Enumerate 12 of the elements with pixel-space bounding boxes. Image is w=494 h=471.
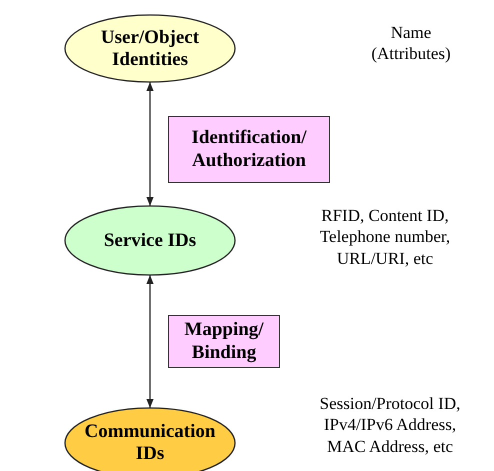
node-label: User/Object Identities [100,26,200,70]
edge-label: Identification/ Authorization [168,116,330,183]
ellipse-node [65,15,235,82]
double-arrow [146,82,154,206]
node-label: Communication IDs [84,421,216,465]
annotation-text: Session/Protocol ID, IPv4/IPv6 Address, MAC Address, etc [318,393,462,457]
annotation-text: RFID, Content ID, Telephone number, URL/URI, etc [318,205,452,269]
double-arrow [146,275,154,408]
edge-label: Mapping/ Binding [168,315,280,368]
annotation-text: Name (Attributes) [370,22,452,64]
node-label: Service IDs [102,230,198,252]
ellipse-node [65,206,235,275]
